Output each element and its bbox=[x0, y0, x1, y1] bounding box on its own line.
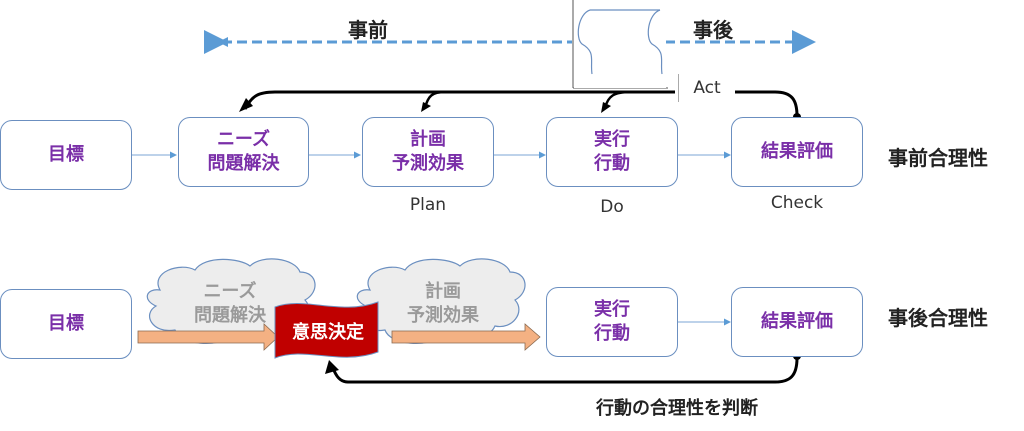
judgement-arrowhead bbox=[325, 360, 339, 374]
bottom-goal-box: 目標 bbox=[0, 289, 132, 359]
act-origin-line bbox=[735, 90, 799, 117]
judgement-feedback-line bbox=[331, 357, 799, 384]
cloud-plan-line1: 計画 bbox=[425, 281, 461, 302]
decision-flag-text: 意思決定 bbox=[292, 322, 364, 343]
ex-ante-rationality-label: 事前合理性 bbox=[888, 146, 988, 170]
top-goal-box: 目標 bbox=[0, 120, 132, 190]
timeline-left-arrowhead bbox=[218, 37, 228, 47]
act-arrowhead-plan bbox=[421, 102, 431, 112]
after-label: 事後 bbox=[693, 18, 733, 42]
bottom-do-line2: 行動 bbox=[594, 323, 630, 344]
cloud-needs-line2: 問題解決 bbox=[194, 305, 266, 326]
check-label: Check bbox=[770, 193, 824, 213]
act-feedback-line bbox=[243, 90, 675, 110]
do-label: Do bbox=[600, 197, 624, 217]
ex-post-rationality-label: 事後合理性 bbox=[888, 306, 988, 330]
act-arrowhead-needs bbox=[239, 98, 253, 112]
flow-arrow-1 bbox=[137, 323, 279, 351]
top-do-box: 実行 行動 bbox=[546, 117, 678, 187]
act-label: Act bbox=[678, 74, 735, 102]
before-label: 事前 bbox=[348, 18, 388, 42]
timeline-break-icon bbox=[572, 0, 668, 89]
flow-arrow-2 bbox=[391, 323, 541, 351]
bottom-do-line1: 実行 bbox=[594, 299, 630, 320]
bottom-do-box: 実行 行動 bbox=[546, 287, 678, 357]
cloud-needs-text: ニーズ 問題解決 bbox=[175, 280, 285, 328]
cloud-plan-line2: 予測効果 bbox=[407, 305, 479, 326]
bottom-eval-box: 結果評価 bbox=[731, 287, 863, 357]
plan-label: Plan bbox=[409, 195, 447, 215]
judgement-label: 行動の合理性を判断 bbox=[596, 398, 758, 419]
cloud-needs-line1: ニーズ bbox=[203, 281, 257, 302]
act-arrowhead-do bbox=[601, 102, 611, 113]
top-needs-box: ニーズ 問題解決 bbox=[178, 117, 309, 187]
cloud-plan-text: 計画 予測効果 bbox=[383, 280, 503, 328]
decision-flag bbox=[274, 301, 379, 359]
top-eval-box: 結果評価 bbox=[731, 117, 863, 187]
top-plan-box: 計画 予測効果 bbox=[362, 117, 494, 187]
